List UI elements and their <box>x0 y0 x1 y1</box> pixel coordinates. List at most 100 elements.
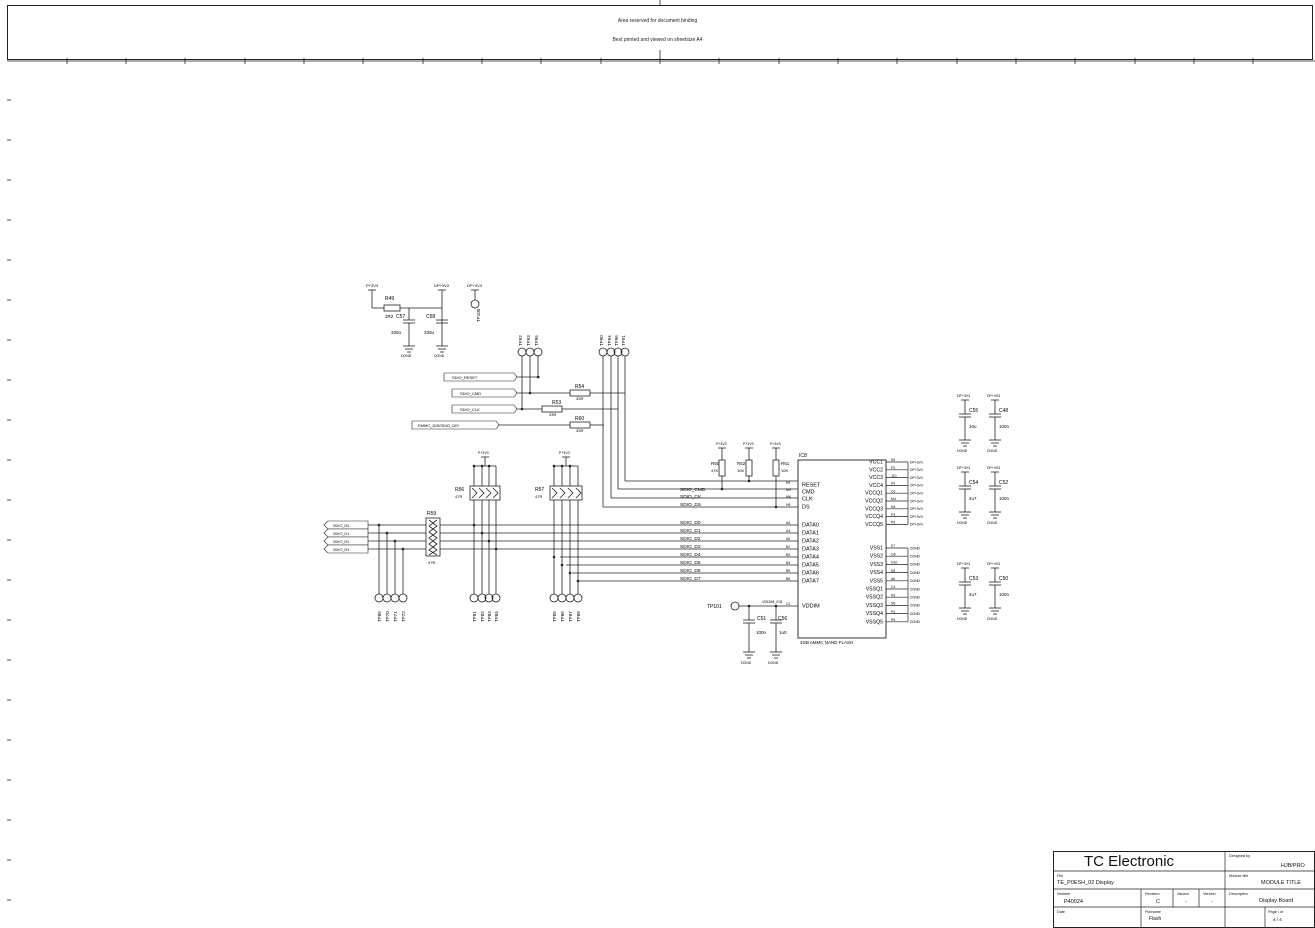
c56-label: C56 <box>778 616 787 622</box>
c50-value: 100n <box>999 592 1010 597</box>
ic8-pin-data6: DATA6 <box>802 571 819 577</box>
ic8-gnd-label: DGND <box>910 563 921 567</box>
tp71-label: TP71 <box>393 611 398 622</box>
tp95-label: TP95 <box>534 335 539 346</box>
bus-net-label: SDIO_D1 <box>680 528 701 534</box>
ic8-pin-data1: DATA1 <box>802 531 819 537</box>
pcb-value: Flash <box>1149 916 1162 922</box>
tp70-label: TP70 <box>385 611 390 622</box>
r57-label: R57 <box>535 487 544 493</box>
r57-p3v3: P+3V3 <box>559 451 570 455</box>
ic8-pin-vss4: VSS4 <box>870 570 883 576</box>
ic8-pin-vccq4: VCCQ4 <box>865 514 883 520</box>
ic8-pin-vddim: VDDIM <box>802 604 820 610</box>
r53-label: R53 <box>552 400 561 406</box>
ic8-pinnum: A6 <box>891 577 895 581</box>
c50-rail: DP+3V3 <box>987 562 1000 566</box>
ic8-pin-vcc2: VCC2 <box>869 467 883 473</box>
version-label: Version <box>1203 892 1216 896</box>
flag-sdio-d2: SDIO_D2 <box>333 540 349 544</box>
r51-value: 10K <box>781 468 788 473</box>
ic8-pinnum: C6 <box>891 489 895 493</box>
page-label: Page / of <box>1268 910 1284 914</box>
ic8-pin-vssq4: VSSQ4 <box>866 611 883 617</box>
ic8-pinnum: C2 <box>786 602 791 606</box>
r54-value: 33R <box>576 396 583 401</box>
sheetsize-note: Best printed and viewed on sheetsize A4 <box>612 37 703 43</box>
ic8-pinnum: B3 <box>786 553 790 557</box>
c57-value: 330u <box>391 330 402 335</box>
file-value: TE_P0ESH_02 Display <box>1057 880 1114 886</box>
tp100-label: TP100 <box>476 308 481 322</box>
decoupling-caps <box>959 399 1001 615</box>
c58-value: 330u <box>424 330 435 335</box>
r56-p3v3: P+3V3 <box>478 451 489 455</box>
revision-label: Revision <box>1145 892 1160 896</box>
c52-dgnd: DGND <box>987 521 998 525</box>
ic8-pin-vss2: VSS2 <box>870 554 883 560</box>
c52-rail: DP+3V3 <box>987 466 1000 470</box>
ic8-rail-label: DP+3V3 <box>910 484 923 488</box>
r49-label: R49 <box>385 296 394 302</box>
bus-net-label: SDIO_D3 <box>680 544 701 550</box>
r60-label: R60 <box>575 416 584 422</box>
c54-value: 4u7 <box>969 496 977 501</box>
ic8-pinnum: N5 <box>891 602 895 606</box>
tp91-label: TP91 <box>621 335 626 346</box>
page-value: 4 / 4 <box>1273 917 1282 922</box>
r56-label: R56 <box>455 487 464 493</box>
binding-note: Area reserved for document binding <box>617 18 698 24</box>
ic8-pinnum: K9 <box>891 482 895 486</box>
r53-value: 33R <box>549 412 556 417</box>
ic8-pinnum: H10 <box>891 561 897 565</box>
ic8-pinnum: H5 <box>786 503 791 507</box>
bus-net-label: SDIO_D6 <box>680 568 701 574</box>
company-name: TC Electronic <box>1084 853 1175 870</box>
module-label: Module title <box>1229 874 1249 878</box>
ic8-pin-vccq1: VCCQ1 <box>865 491 883 497</box>
ic8-pinnum: M5 <box>786 488 791 492</box>
c53-dgnd: DGND <box>957 617 968 621</box>
tp94-label: TP94 <box>607 335 612 346</box>
border-ruler <box>7 0 1315 901</box>
description-value: Display Board <box>1259 898 1294 904</box>
c54-rail: DP+3V3 <box>957 466 970 470</box>
ic8-pinnum: N4 <box>891 505 895 509</box>
ic8-pinnum: N2 <box>891 593 895 597</box>
c50-dgnd: DGND <box>987 617 998 621</box>
c48-label: C48 <box>999 408 1008 414</box>
c53-label: C53 <box>969 576 978 582</box>
c55-label: C55 <box>969 408 978 414</box>
tp89-label: TP89 <box>377 611 382 622</box>
pullup-p3v3-3: P+3V3 <box>770 442 781 446</box>
pullup-junctions <box>720 479 778 509</box>
dp3v3-tp-label: DP+3V3 <box>467 283 483 288</box>
tp83-label: TP83 <box>487 611 492 622</box>
c48-value: 100n <box>999 424 1010 429</box>
data-flags <box>323 520 369 554</box>
net-sdio-reset: SDIO_RESET <box>452 375 478 380</box>
ic8-pinnum: E6 <box>891 458 895 462</box>
tp85-label: TP85 <box>552 611 557 622</box>
ic8-pin-vss1: VSS1 <box>870 546 883 552</box>
number-label: Number <box>1057 892 1071 896</box>
ic8-left-pins: RESETK5CMDM5SDIO_CMDCLKM6SDIO_CKDSH5SDIO… <box>680 481 821 610</box>
pullup-p3v3-2: P+3V3 <box>743 442 754 446</box>
ic8-pinnum: G5 <box>891 552 896 556</box>
ic8-label: IC8 <box>799 453 807 459</box>
ic8-gnd-label: DGND <box>910 587 921 591</box>
ic8-pinnum: A3 <box>786 521 790 525</box>
ic8-rail-label: DP+3V3 <box>910 476 923 480</box>
designer-value: HJB/PRO <box>1281 863 1305 869</box>
ic8-pin-vssq2: VSSQ2 <box>866 595 883 601</box>
ic8-pinnum: P4 <box>891 610 895 614</box>
ic8-pinnum: B5 <box>786 569 790 573</box>
r56-value: 47R <box>455 494 462 499</box>
variant-label: Variant <box>1177 892 1189 896</box>
ic8-pinnum: C4 <box>891 585 895 589</box>
ic8-pin-vcc4: VCC4 <box>869 483 883 489</box>
pullup-p3v3-1: P+3V3 <box>716 442 727 446</box>
c55-value: 10u <box>969 424 977 429</box>
bus-net-label: SDIO_CK <box>680 494 702 500</box>
tp101-label: TP101 <box>707 604 722 610</box>
